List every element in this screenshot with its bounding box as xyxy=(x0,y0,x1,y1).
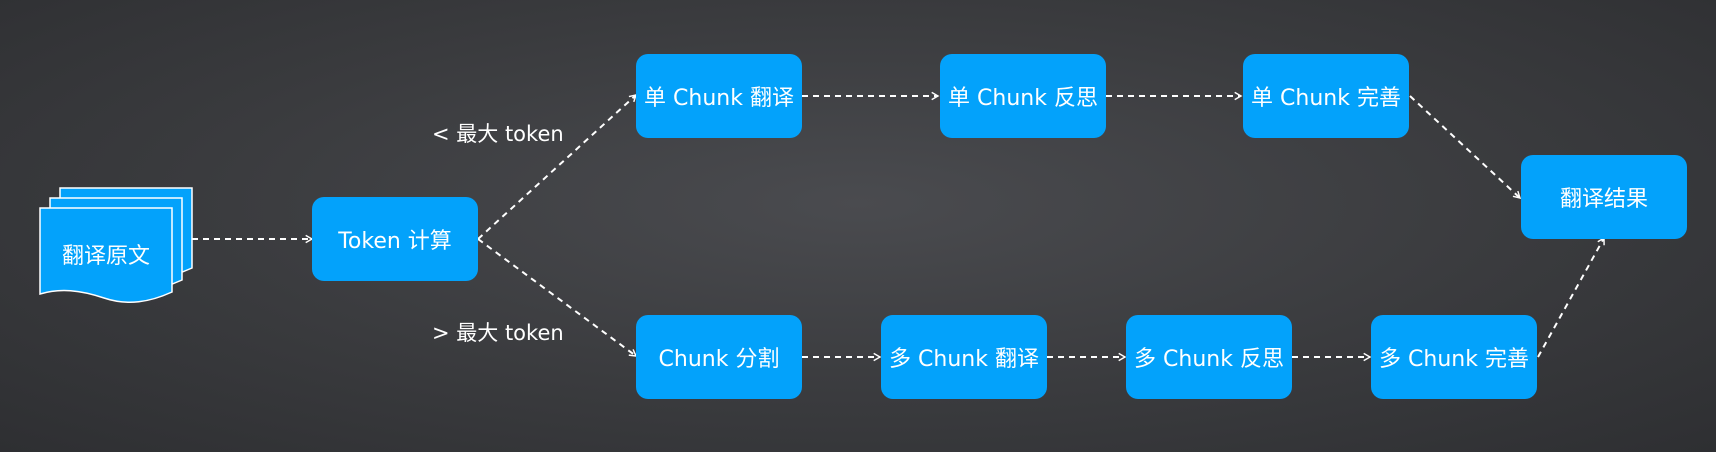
multi-chunk-translate-node: 多 Chunk 翻译 xyxy=(881,315,1047,399)
single-chunk-reflect-node: 单 Chunk 反思 xyxy=(940,54,1106,138)
translation-result-node: 翻译结果 xyxy=(1521,155,1687,239)
connector-large-4-to-result xyxy=(1537,236,1605,358)
token-calc-node: Token 计算 xyxy=(312,197,478,281)
connector-token-to-small-branch xyxy=(477,94,638,240)
source-document-label: 翻译原文 xyxy=(61,244,150,269)
chunk-split-node: Chunk 分割 xyxy=(636,315,802,399)
multi-chunk-improve-node: 多 Chunk 完善 xyxy=(1371,315,1537,399)
multi-chunk-reflect-node: 多 Chunk 反思 xyxy=(1126,315,1292,399)
large-branch-condition: > 最大 token xyxy=(432,321,564,345)
stacked-documents-icon xyxy=(39,187,193,303)
small-branch-condition: < 最大 token xyxy=(432,122,564,146)
single-chunk-improve-node: 单 Chunk 完善 xyxy=(1243,54,1409,138)
single-chunk-translate-node: 单 Chunk 翻译 xyxy=(636,54,802,138)
connector-small-3-to-result xyxy=(1409,95,1522,199)
